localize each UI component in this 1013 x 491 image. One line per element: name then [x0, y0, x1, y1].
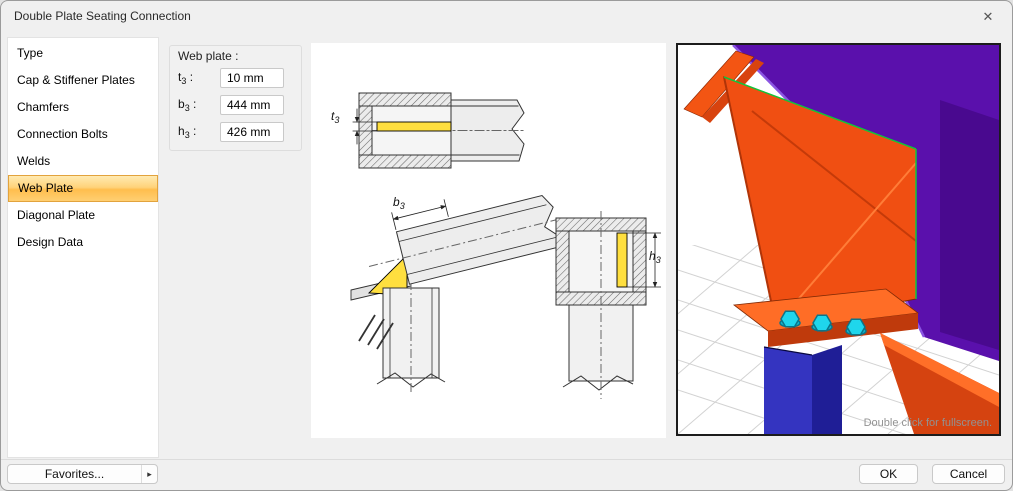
title-bar: Double Plate Seating Connection ✕: [1, 1, 1012, 31]
sidebar-item-web-plate[interactable]: Web Plate: [8, 175, 158, 202]
cancel-button[interactable]: Cancel: [932, 464, 1005, 484]
sidebar-nav: Type Cap & Stiffener Plates Chamfers Con…: [7, 37, 159, 458]
blue-column: [763, 345, 842, 434]
top-view-diagram: [352, 92, 525, 169]
3d-preview-render: [678, 44, 999, 434]
window-title: Double Plate Seating Connection: [14, 9, 191, 23]
footer-divider: [1, 459, 1012, 460]
seat-plate: [732, 288, 920, 347]
b3-label: b3 :: [178, 97, 197, 113]
sidebar-item-type[interactable]: Type: [17, 46, 44, 60]
fullscreen-hint: Double click for fullscreen.: [863, 417, 992, 429]
web-plate-groupbox: Web plate : t3 : b3 : h3 :: [169, 45, 302, 151]
ok-button[interactable]: OK: [859, 464, 918, 484]
favorites-button[interactable]: Favorites... ▸: [7, 464, 158, 484]
t3-dim-label: t3: [331, 109, 340, 125]
h3-input[interactable]: [220, 122, 284, 142]
favorites-arrow-icon[interactable]: ▸: [141, 465, 157, 483]
sidebar-item-cap-stiffener-plates[interactable]: Cap & Stiffener Plates: [17, 73, 135, 87]
sidebar-item-diagonal-plate[interactable]: Diagonal Plate: [17, 208, 96, 222]
sidebar-item-connection-bolts[interactable]: Connection Bolts: [17, 127, 108, 141]
section-diagram: [555, 211, 661, 399]
b3-field-row: b3 :: [178, 95, 284, 115]
favorites-label: Favorites...: [44, 467, 105, 481]
close-icon[interactable]: ✕: [982, 9, 994, 24]
sidebar-item-design-data[interactable]: Design Data: [17, 235, 84, 249]
t3-input[interactable]: [220, 68, 284, 88]
technical-drawing: [350, 92, 661, 399]
sidebar-item-welds[interactable]: Welds: [17, 154, 51, 168]
sidebar-item-chamfers[interactable]: Chamfers: [17, 100, 70, 114]
seat-bolts: [779, 310, 867, 336]
t3-label: t3 :: [178, 70, 194, 86]
3d-preview-viewport[interactable]: Double click for fullscreen.: [676, 43, 1001, 436]
orange-diagonal-member: [880, 333, 999, 434]
technical-drawing-panel: t3 b3 h3: [311, 43, 666, 438]
b3-input[interactable]: [220, 95, 284, 115]
group-title: Web plate :: [178, 49, 239, 63]
t3-field-row: t3 :: [178, 68, 284, 88]
h3-dim-label: h3: [649, 249, 661, 265]
b3-dim-label: b3: [393, 195, 405, 211]
elevation-diagram: [350, 194, 562, 395]
orange-gusset-plate: [723, 76, 917, 326]
h3-label: h3 :: [178, 124, 197, 140]
h3-field-row: h3 :: [178, 122, 284, 142]
